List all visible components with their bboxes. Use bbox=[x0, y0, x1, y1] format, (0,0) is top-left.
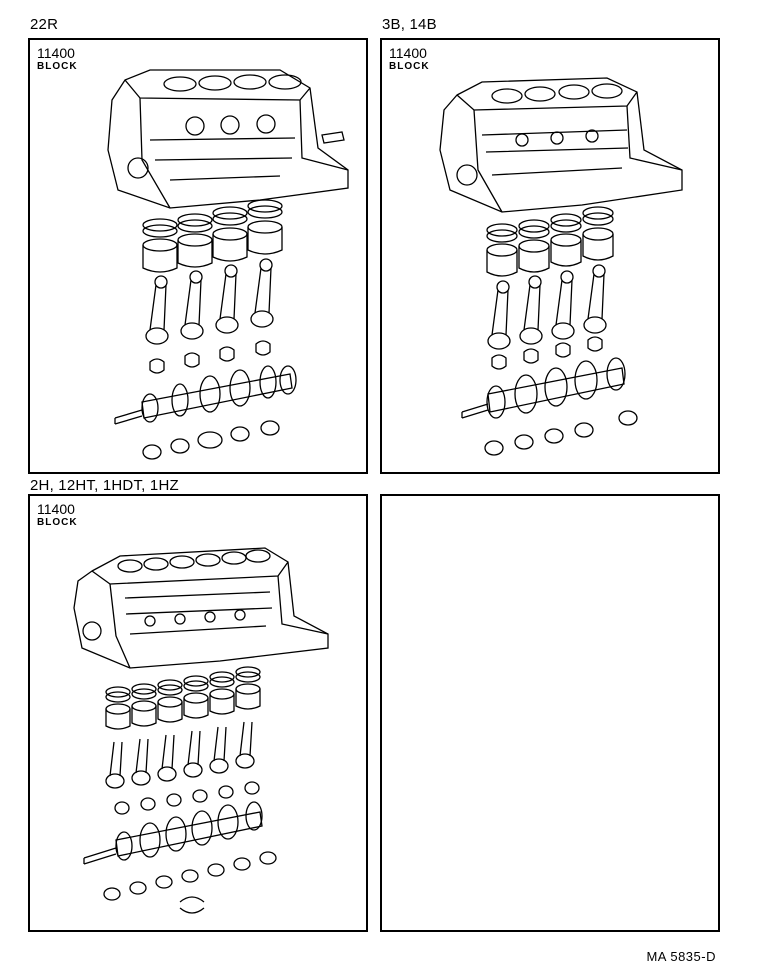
panel-heading-2h-12ht-1hdt-1hz: 2H, 12HT, 1HDT, 1HZ bbox=[30, 477, 179, 494]
panel-heading-22r: 22R bbox=[30, 16, 59, 33]
pistons-illustration bbox=[487, 228, 613, 276]
panel-empty bbox=[380, 494, 720, 932]
part-number: 11400 bbox=[37, 45, 75, 61]
panel-2h-12ht-1hdt-1hz: 11400 BLOCK bbox=[28, 494, 368, 932]
main-bearings-illustration bbox=[143, 421, 279, 459]
panel-heading-3b-14b: 3B, 14B bbox=[382, 16, 437, 33]
engine-assembly-4cyl-diesel-diagram bbox=[382, 40, 718, 472]
connecting-rods-illustration bbox=[146, 259, 273, 344]
part-label: BLOCK bbox=[389, 61, 430, 72]
crankshaft-illustration bbox=[462, 358, 625, 418]
pistons-illustration bbox=[143, 221, 282, 272]
cylinder-block-illustration bbox=[108, 70, 348, 208]
part-label: BLOCK bbox=[37, 517, 78, 528]
engine-assembly-4cyl-diagram bbox=[30, 40, 366, 472]
rod-bearings-illustration bbox=[492, 337, 602, 369]
piston-rings-illustration bbox=[487, 207, 613, 242]
engine-assembly-6cyl-diagram bbox=[30, 496, 366, 930]
panel-3b-14b: 11400 BLOCK bbox=[380, 38, 720, 474]
crankshaft-illustration bbox=[115, 366, 296, 424]
part-number: 11400 bbox=[37, 501, 75, 517]
cylinder-block-illustration bbox=[440, 78, 682, 212]
rod-bearings-illustration bbox=[115, 782, 259, 814]
rod-bearings-illustration bbox=[150, 341, 270, 373]
main-bearings-illustration bbox=[485, 411, 637, 455]
connecting-rods-illustration bbox=[106, 722, 254, 788]
piston-rings-illustration bbox=[143, 200, 282, 237]
main-bearings-illustration bbox=[104, 852, 276, 913]
panel-22r: 11400 BLOCK bbox=[28, 38, 368, 474]
crankshaft-illustration bbox=[84, 802, 262, 864]
diagram-reference-code: MA 5835-D bbox=[646, 949, 716, 964]
connecting-rods-illustration bbox=[488, 265, 606, 349]
piston-rings-illustration bbox=[106, 667, 260, 702]
cylinder-block-illustration bbox=[74, 548, 328, 668]
pistons-illustration bbox=[106, 684, 260, 729]
part-label: BLOCK bbox=[37, 61, 78, 72]
part-number: 11400 bbox=[389, 45, 427, 61]
